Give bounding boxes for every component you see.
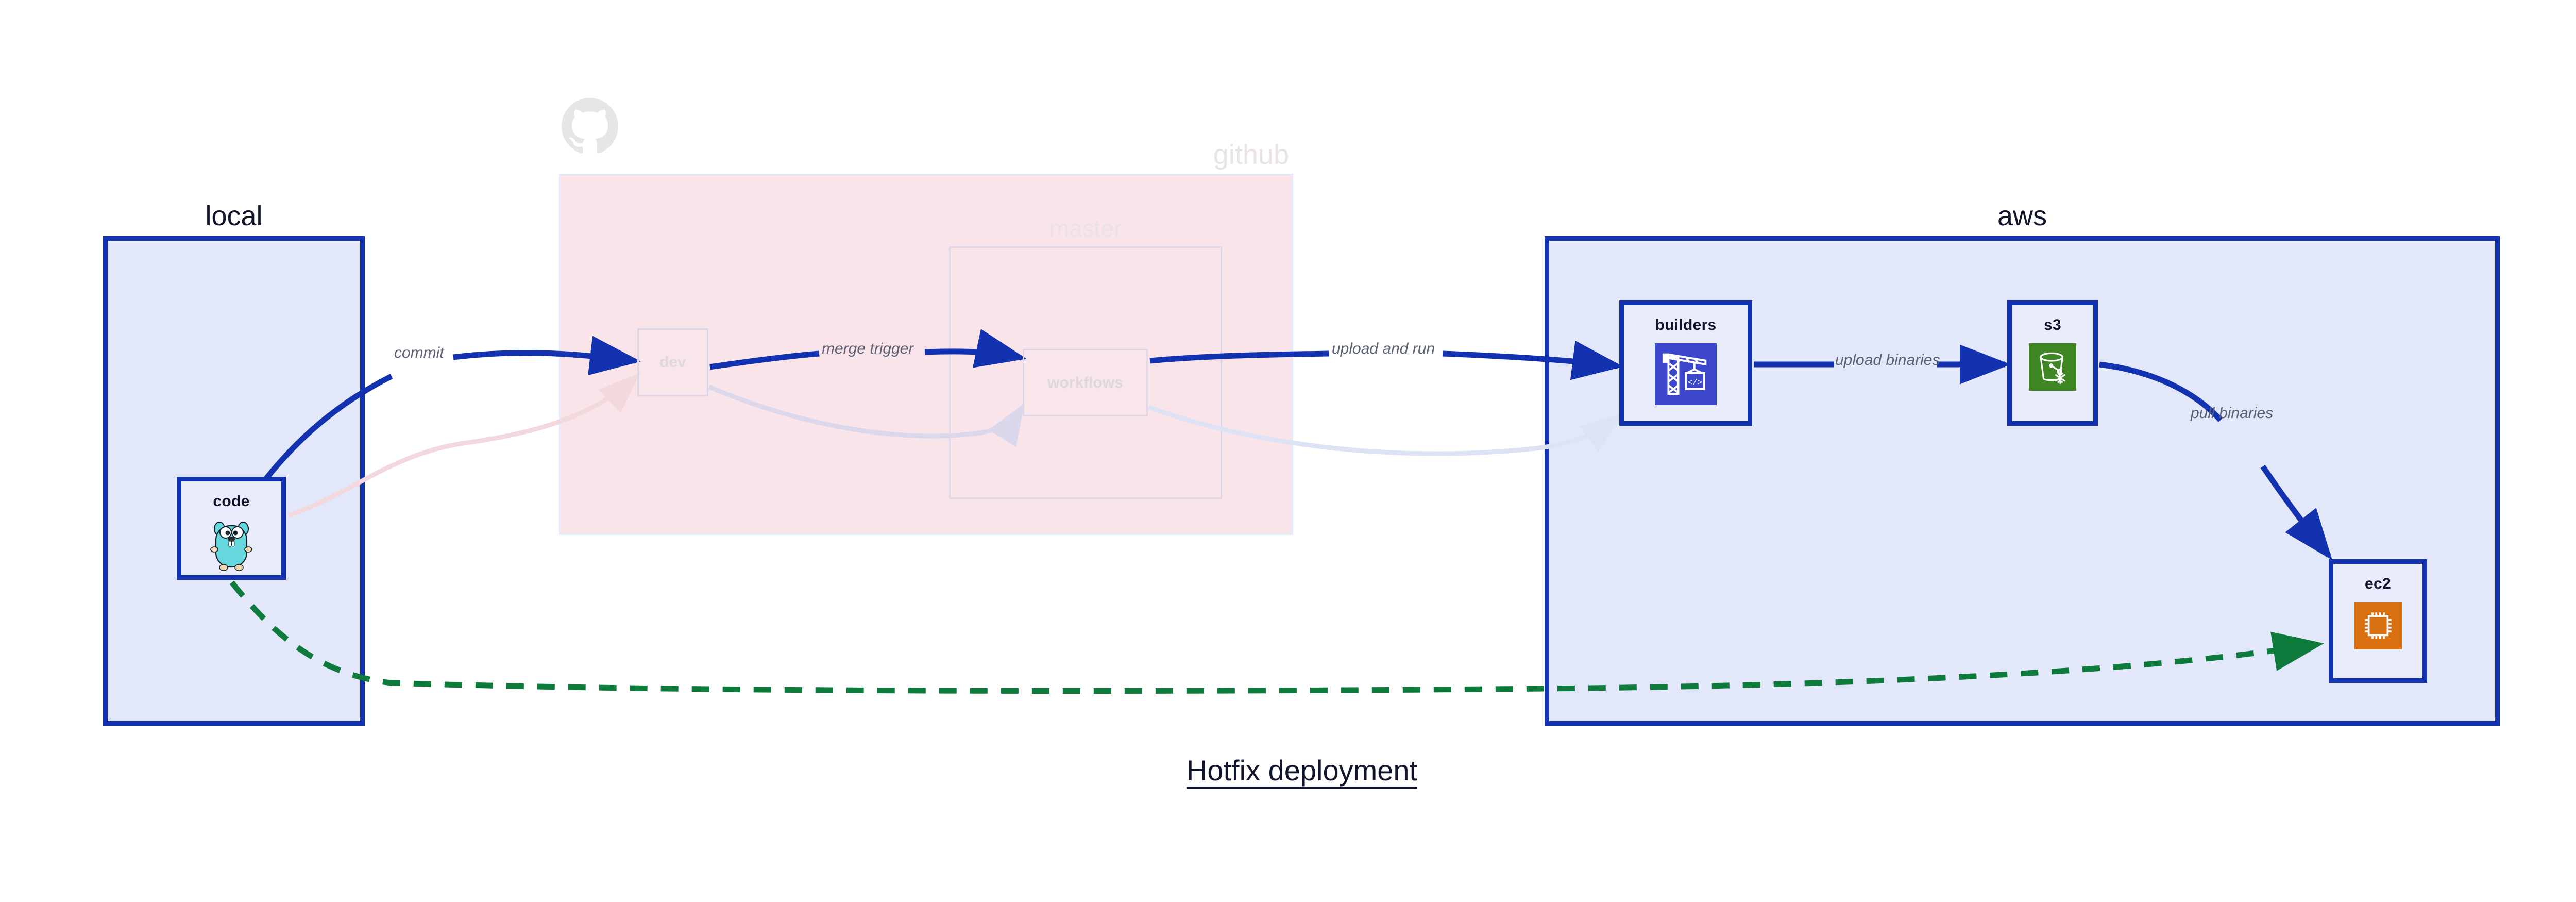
edge-label-merge-trigger: merge trigger [822, 340, 914, 357]
node-code[interactable]: code [177, 477, 286, 580]
edge-pull-binaries-head [2099, 361, 2223, 422]
subgroup-container-master [949, 246, 1222, 499]
edge-merge-trigger-tail [924, 329, 1027, 368]
node-dev[interactable]: dev [637, 328, 708, 396]
edge-faded-code-dev [287, 373, 640, 518]
node-label-workflows: workflows [1047, 374, 1123, 391]
crane-build-icon: </> [1655, 343, 1717, 408]
group-label-github: github [1213, 139, 1289, 170]
node-builders[interactable]: builders < [1619, 300, 1752, 426]
edge-commit [255, 374, 393, 492]
group-label-aws: aws [1997, 201, 2047, 231]
edge-commit-tail [453, 336, 641, 376]
edge-label-pull-binaries: pull binaries [2191, 405, 2274, 422]
node-label-dev: dev [659, 354, 686, 371]
edge-label-upload-binaries: upload binaries [1835, 352, 1940, 369]
subgroup-label-master: master [1049, 215, 1122, 242]
node-label-code: code [213, 493, 250, 510]
svg-text:</>: </> [1688, 378, 1702, 387]
edge-label-upload-and-run: upload and run [1332, 340, 1435, 357]
github-octocat-icon [562, 98, 618, 155]
group-label-local: local [205, 201, 263, 231]
node-s3[interactable]: s3 [2007, 300, 2098, 426]
node-ec2[interactable]: ec2 [2329, 559, 2427, 683]
node-workflows[interactable]: workflows [1023, 349, 1148, 416]
edge-faded-workflows-builders [1148, 405, 1622, 456]
ec2-chip-icon [2354, 602, 2402, 652]
edge-faded-dev-workflows [708, 384, 1025, 447]
edge-pull-binaries-tail [2260, 464, 2332, 560]
edge-hotfix-direct [229, 580, 2324, 694]
node-label-s3: s3 [2044, 316, 2061, 333]
edge-label-commit: commit [394, 344, 444, 361]
go-gopher-icon [209, 520, 253, 574]
node-label-ec2: ec2 [2365, 575, 2391, 592]
node-label-builders: builders [1655, 316, 1717, 333]
s3-bucket-icon [2029, 343, 2076, 393]
diagram-title: Hotfix deployment [1186, 754, 1418, 787]
edge-merge-trigger-head [709, 350, 820, 370]
edge-upload-and-run-tail [1442, 340, 1623, 380]
edge-upload-and-run-head [1149, 350, 1330, 364]
